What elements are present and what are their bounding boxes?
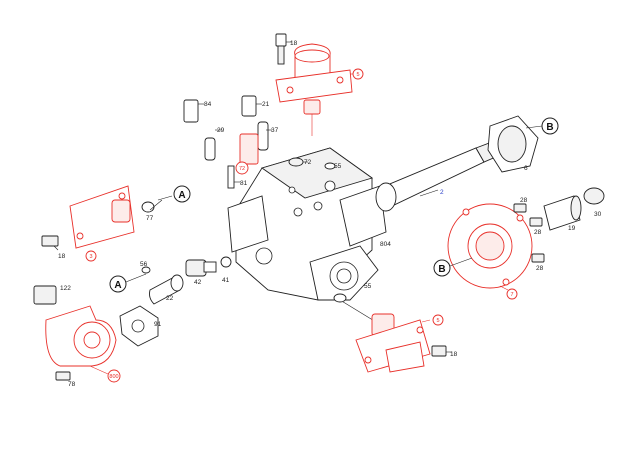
pump-element-top [275,43,358,136]
callout-a-left-label: A [178,190,185,201]
callout-b-top: B [541,117,559,135]
cylinder-22 [149,274,184,305]
label-30: 30 [594,211,602,218]
valve-72-red [239,133,259,167]
callout-a-bottom-label: A [114,280,121,291]
label-81: 81 [240,180,248,187]
label-42: 42 [194,279,202,286]
screw-28-c [531,253,545,263]
label-21: 21 [262,101,270,108]
screw-78 [55,371,71,381]
callout-b-bottom: B [433,259,451,277]
screw-28-a [513,203,527,213]
label-28-c: 28 [536,265,544,272]
screw-28-b [529,217,543,227]
red-label-5-top: 5 [352,68,364,80]
plate-91 [119,305,159,347]
pin-81 [227,165,240,189]
seal-55-bottom [333,293,347,303]
svg-text:7: 7 [510,292,513,298]
metering-unit-red [45,305,117,367]
svg-text:3: 3 [89,254,92,260]
label-18-left: 18 [58,253,66,260]
ring-30 [583,187,605,205]
seal-72 [288,157,308,167]
label-122: 122 [60,285,71,292]
label-22: 22 [166,295,174,302]
label-18-bottom: 18 [450,351,458,358]
valve-84 [183,99,204,123]
connector-122 [33,285,57,305]
ring-56 [141,266,151,274]
callout-b-top-label: B [546,122,553,133]
bushing-19 [543,195,582,231]
flange-red [447,203,533,289]
label-78: 78 [68,381,76,388]
label-804: 804 [380,241,391,248]
label-19: 19 [568,225,576,232]
red-label-72: 72 [235,161,249,175]
screw-bottom-right [431,345,452,357]
label-77: 77 [146,215,154,222]
label-2: 2 [440,189,444,196]
label-91: 91 [154,321,162,328]
pin-29 [204,129,222,161]
fitting-42 [185,259,217,277]
valve-21 [241,95,262,117]
label-72: 72 [304,159,312,166]
label-18-top: 18 [290,40,298,47]
nut-6 [487,115,539,173]
callout-a-bottom: A [109,275,127,293]
red-label-7: 7 [506,288,518,300]
svg-text:5: 5 [436,318,439,324]
svg-text:800: 800 [109,374,118,380]
svg-text:72: 72 [239,166,245,172]
label-55-bottom: 55 [364,283,372,290]
callout-b-bottom-label: B [438,264,445,275]
pump-element-bottom [339,299,431,373]
label-37: 37 [271,127,279,134]
pump-housing [227,147,387,301]
label-55-top: 55 [334,163,342,170]
drive-shaft [375,141,499,212]
red-label-5-bottom: 5 [432,314,444,326]
svg-text:5: 5 [356,72,359,78]
pump-element-left [69,185,163,249]
seal-55-top [324,162,336,170]
screw-top [275,33,292,65]
label-28-b: 28 [534,229,542,236]
callout-a-left: A [173,185,191,203]
seal-41 [220,256,232,268]
label-6: 6 [524,165,528,172]
label-28-a: 28 [520,197,528,204]
screw-left [41,235,59,251]
label-84: 84 [204,101,212,108]
label-56: 56 [140,261,148,268]
label-41: 41 [222,277,230,284]
pin-37 [257,121,272,151]
red-label-3: 3 [85,250,97,262]
red-label-800: 800 [107,369,121,383]
label-29: 29 [217,127,225,134]
